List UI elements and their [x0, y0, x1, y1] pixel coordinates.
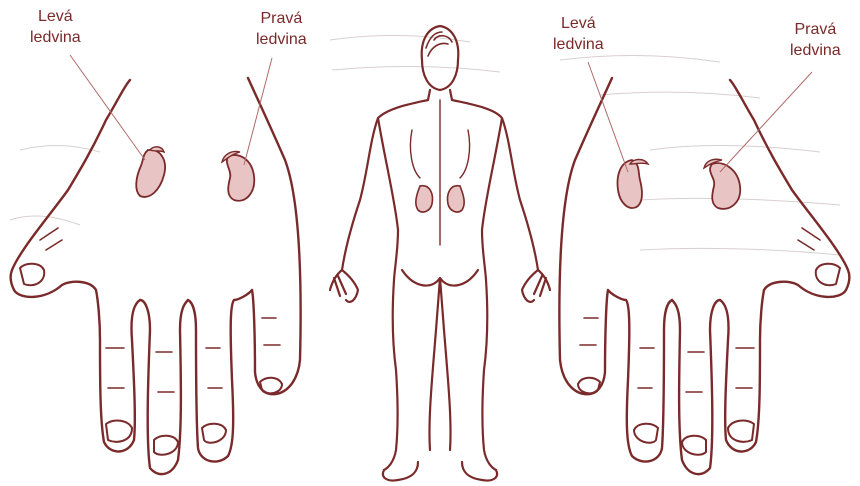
label-left-hand-right-kidney: Pravá ledvina — [256, 8, 307, 50]
right-hand-leader-lines — [588, 62, 812, 172]
feet — [383, 462, 497, 481]
label-left-hand-left-kidney: Levá ledvina — [30, 6, 81, 48]
left-hand-leader-lines — [70, 55, 272, 165]
label-right-hand-left-kidney: Levá ledvina — [553, 13, 604, 55]
label-line-1: Pravá — [256, 8, 307, 29]
right-hand — [559, 78, 849, 474]
label-line-2: ledvina — [256, 29, 307, 50]
left-hand-right-kidney — [222, 151, 254, 200]
right-hand-outline — [559, 78, 849, 474]
human-body-back-view — [330, 26, 550, 481]
label-line-1: Levá — [30, 6, 81, 27]
left-hand-outline — [11, 78, 301, 474]
left-hand-creases — [40, 228, 280, 392]
hair — [426, 32, 452, 56]
label-right-hand-right-kidney: Pravá ledvina — [790, 19, 841, 61]
label-line-1: Pravá — [790, 19, 841, 40]
label-line-2: ledvina — [790, 40, 841, 61]
left-hand — [11, 78, 301, 474]
right-hand-right-kidney — [704, 159, 740, 209]
left-hand-nails — [20, 264, 282, 455]
left-arm-hand — [330, 270, 358, 302]
right-hand-creases — [580, 228, 820, 392]
label-line-2: ledvina — [30, 27, 81, 48]
right-arm-hand — [522, 270, 550, 302]
right-hand-nails — [578, 264, 840, 455]
right-hand-left-kidney — [618, 160, 648, 209]
label-line-1: Levá — [553, 13, 604, 34]
label-line-2: ledvina — [553, 34, 604, 55]
